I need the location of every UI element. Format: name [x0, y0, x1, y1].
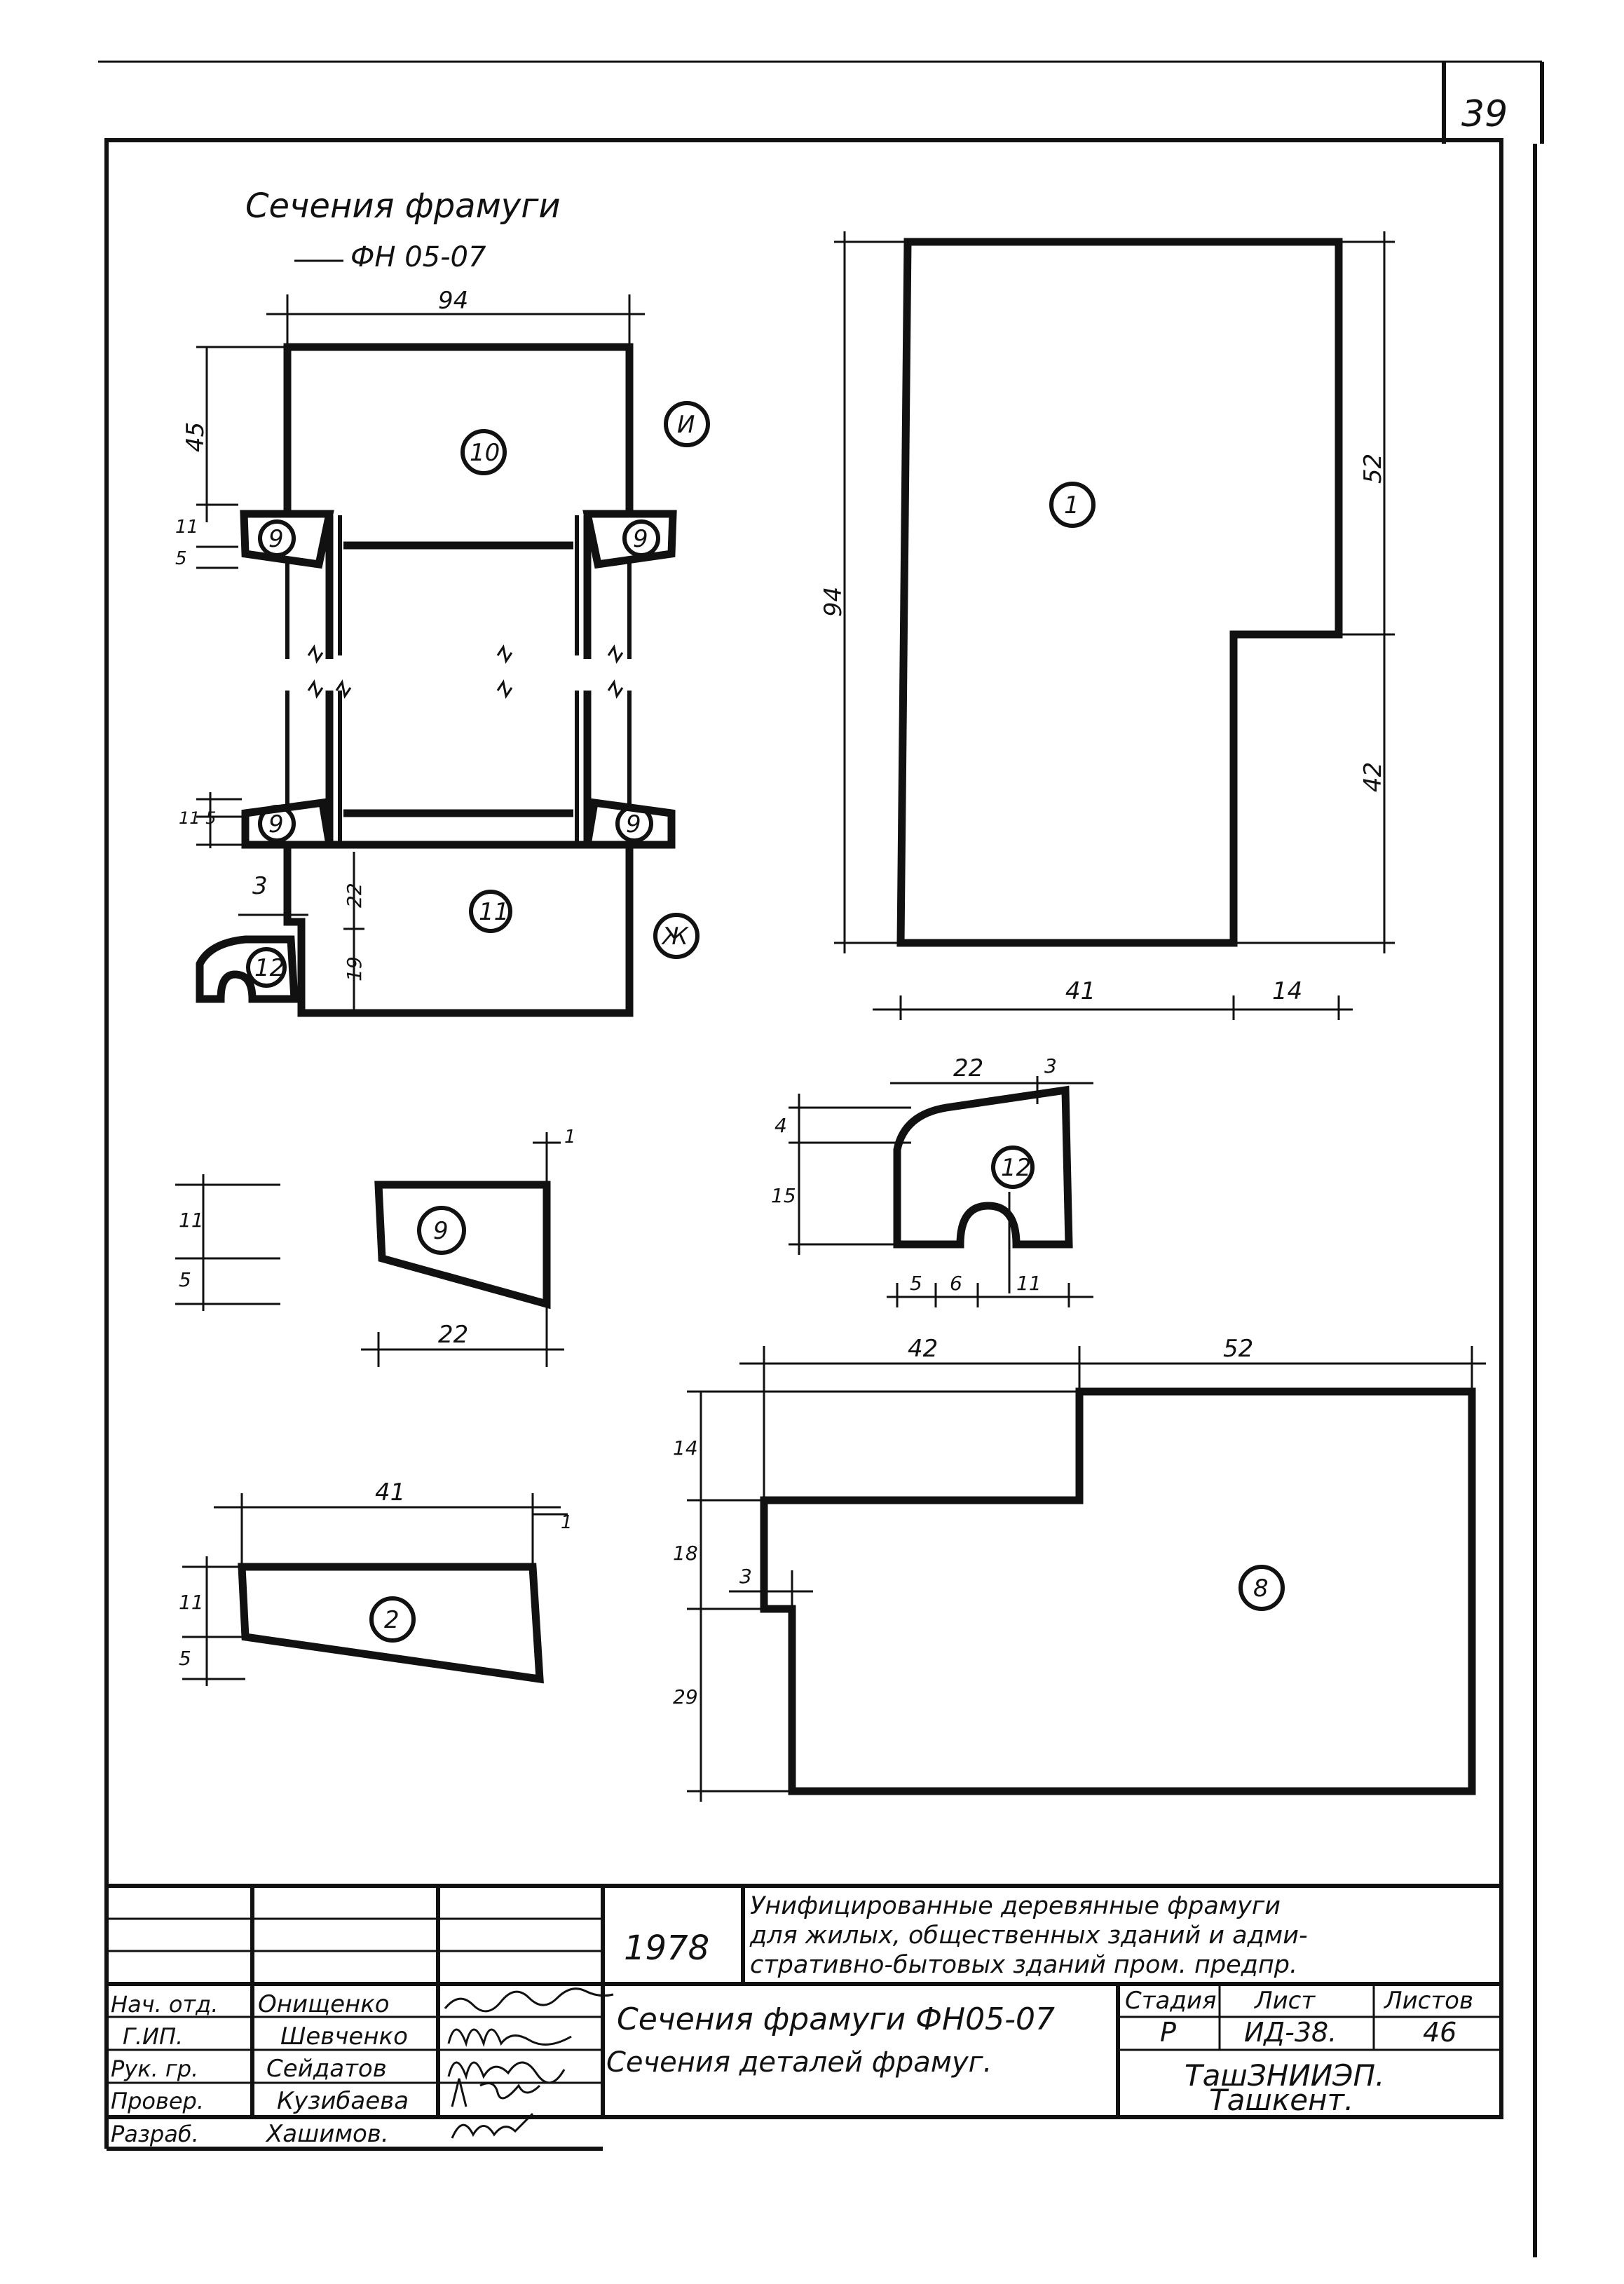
- tb-series-title-l3: стративно-бытовых зданий пром. предпр.: [750, 1951, 1297, 1979]
- marker-9-detail: 9: [433, 1217, 449, 1245]
- tb-sheet-title-l1: Сечения фрамуги ФН05-07: [617, 2001, 1055, 2037]
- tb-role-0: Нач. отд.: [111, 1991, 218, 2018]
- dim-frame-22: 22: [343, 883, 366, 908]
- tb-name-2: Сейдатов: [266, 2055, 387, 2083]
- page-number: 39: [1461, 93, 1508, 135]
- dim-part2-h11: 11: [179, 1591, 204, 1614]
- dim-part9-h5: 5: [179, 1268, 191, 1291]
- sheet-frame: 39: [98, 60, 1544, 2257]
- dim-part8-w52: 52: [1223, 1335, 1253, 1363]
- tb-name-0: Онищенко: [258, 1990, 390, 2018]
- dim-part8-w42: 42: [908, 1335, 938, 1363]
- dim-part12-h15: 15: [771, 1184, 796, 1207]
- part-9-detail: 9 11 5 1 22: [175, 1127, 576, 1367]
- dim-part2-top: 1: [561, 1512, 573, 1533]
- tb-series-title-l2: для жилых, общественных зданий и адми-: [749, 1922, 1308, 1950]
- tb-sheets-label: Листов: [1383, 1987, 1473, 2015]
- marker-12-small: 12: [254, 954, 285, 982]
- tb-org-line1: ТашЗНИИЭП.: [1185, 2058, 1384, 2093]
- dim-part8-h29: 29: [673, 1685, 698, 1708]
- dim-frame-5: 5: [175, 548, 187, 569]
- marker-9-upper-right: 9: [633, 525, 648, 553]
- title-block: 1978 Унифицированные деревянные фрамуги …: [104, 1884, 1501, 2151]
- signature-4: [451, 2112, 534, 2139]
- tb-role-4: Разраб.: [111, 2121, 199, 2147]
- dim-part2-h5: 5: [179, 1647, 191, 1670]
- signature-1: [447, 2028, 572, 2048]
- dim-frame-11-5: 11 5: [179, 808, 216, 828]
- drawing-title-line2: ФН 05-07: [350, 241, 486, 273]
- dim-part12-step: 3: [1044, 1054, 1057, 1078]
- part-2-detail: 2 41 1 11 5: [179, 1479, 573, 1686]
- dim-frame-top-height: 45: [182, 422, 210, 452]
- dim-part2-width: 41: [375, 1479, 405, 1507]
- tb-sheet-label: Лист: [1253, 1987, 1316, 2015]
- signature-2: [447, 2061, 566, 2084]
- tb-sheets-value: 46: [1423, 2017, 1456, 2048]
- dim-part9-top: 1: [564, 1127, 576, 1148]
- dim-part12-width: 22: [953, 1054, 983, 1082]
- tb-stage-label: Стадия: [1125, 1987, 1216, 2015]
- drawing-title-line1: Сечения фрамуги: [245, 186, 561, 226]
- signature-0: [444, 1987, 614, 2013]
- tb-name-3: Кузибаева: [277, 2087, 409, 2115]
- drawing-title: Сечения фрамуги ФН 05-07: [245, 186, 561, 273]
- tb-name-4: Хашимов.: [265, 2120, 389, 2148]
- dim-part1-bottom-right: 14: [1272, 977, 1302, 1005]
- dim-frame-19: 19: [343, 956, 366, 981]
- tb-sheet-title-l2: Сечения деталей фрамуг.: [606, 2046, 992, 2079]
- dim-part1-upper-right: 52: [1359, 454, 1387, 484]
- marker-9-lower-left: 9: [268, 810, 284, 838]
- dim-frame-11: 11: [175, 517, 198, 538]
- dim-part12-b5: 5: [910, 1272, 922, 1295]
- dim-part8-h18: 18: [673, 1542, 698, 1565]
- tb-name-1: Шевченко: [280, 2023, 408, 2051]
- view-marker-i: И: [677, 411, 695, 439]
- dim-part1-height: 94: [819, 587, 847, 617]
- tb-year: 1978: [624, 1929, 709, 1968]
- frame-section-view: 94 45 11 5 9 9: [175, 287, 710, 1017]
- marker-8: 8: [1253, 1575, 1269, 1603]
- tb-stage-value: Р: [1160, 2017, 1176, 2048]
- dim-part9-h11: 11: [179, 1209, 204, 1232]
- marker-12-detail: 12: [1001, 1154, 1031, 1182]
- dim-frame-width: 94: [438, 287, 468, 315]
- dim-frame-3: 3: [252, 872, 268, 900]
- marker-10: 10: [470, 439, 500, 467]
- tb-role-1: Г.ИП.: [123, 2023, 183, 2050]
- dim-part1-bottom-left: 41: [1065, 977, 1096, 1005]
- dim-part8-step3: 3: [739, 1565, 752, 1588]
- tb-role-2: Рук. гр.: [111, 2055, 198, 2082]
- dim-part8-h14: 14: [673, 1436, 698, 1460]
- dim-part12-b11: 11: [1016, 1272, 1042, 1295]
- signature-3: [451, 2078, 541, 2107]
- dim-part12-b6: 6: [950, 1272, 962, 1295]
- dim-part1-lower-right: 42: [1359, 762, 1387, 792]
- marker-1: 1: [1064, 491, 1079, 519]
- part-8-section: 8 42 52 14 18 29 3: [673, 1335, 1486, 1802]
- marker-9-lower-right: 9: [626, 810, 641, 838]
- tb-org-line2: Ташкент.: [1209, 2083, 1353, 2117]
- marker-9-upper-left: 9: [268, 525, 284, 553]
- part-12-detail: 12 22 3 4 15 5 6 11: [771, 1054, 1093, 1307]
- marker-2: 2: [384, 1606, 400, 1634]
- tb-sheet-value: ИД-38.: [1244, 2017, 1337, 2048]
- view-marker-zh: Ж: [661, 923, 689, 951]
- dim-part9-width: 22: [438, 1321, 468, 1349]
- marker-11: 11: [479, 898, 509, 926]
- tb-series-title-l1: Унифицированные деревянные фрамуги: [750, 1892, 1281, 1920]
- part-1-section: 1 94 52 42 41 14: [819, 231, 1395, 1020]
- tb-role-3: Провер.: [111, 2088, 204, 2114]
- dim-part12-h4: 4: [775, 1114, 787, 1137]
